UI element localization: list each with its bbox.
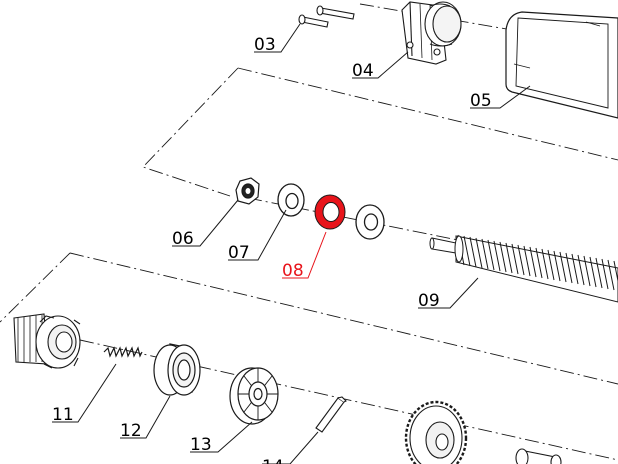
motor-housing-icon xyxy=(505,11,618,119)
part-label-11: 11 xyxy=(52,405,74,425)
bushing-icon xyxy=(515,448,562,464)
leader-line-08 xyxy=(282,231,327,279)
part-label-13: 13 xyxy=(190,435,212,455)
ratchet-wheel-icon xyxy=(229,367,279,425)
part-labels: 03 04 05 06 07 08 09 11 12 13 14 xyxy=(52,35,492,464)
part-label-08: 08 xyxy=(282,261,304,281)
spur-gear-icon xyxy=(404,400,468,464)
motor-mount-bracket-icon xyxy=(401,1,462,65)
part-label-06: 06 xyxy=(172,229,194,249)
part-label-12: 12 xyxy=(120,421,142,441)
part-label-05: 05 xyxy=(470,91,492,111)
part-label-07: 07 xyxy=(228,243,250,263)
o-ring-seal-icon xyxy=(314,194,346,230)
spacer-washer-icon xyxy=(355,204,385,240)
leader-lines xyxy=(52,23,531,464)
key-pin-icon xyxy=(315,396,347,433)
hex-nut-icon xyxy=(235,177,260,205)
lead-screw-icon xyxy=(429,234,618,303)
part-label-09: 09 xyxy=(418,291,440,311)
knurled-knob-icon xyxy=(13,313,81,369)
screws-icon xyxy=(298,5,355,28)
part-label-03: 03 xyxy=(254,35,276,55)
part-label-04: 04 xyxy=(352,61,374,81)
part-label-14: 14 xyxy=(262,457,284,464)
flat-washer-icon xyxy=(277,183,305,217)
ball-bearing-icon xyxy=(153,343,201,396)
spring-icon xyxy=(103,346,143,358)
